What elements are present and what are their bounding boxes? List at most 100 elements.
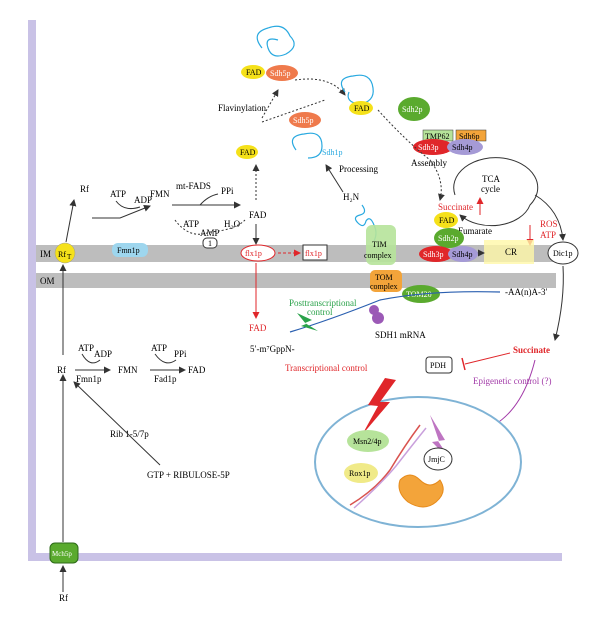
dotted-to-fad-right <box>294 78 346 96</box>
mito-h2o: H₂O <box>224 219 241 229</box>
post-control-2: control <box>307 307 333 317</box>
mch5p-transporter <box>49 542 79 564</box>
flx-fad-out: FAD <box>249 323 267 333</box>
cr-label: CR <box>505 247 517 257</box>
arrow-rf-fmn <box>92 204 151 219</box>
ribosome-b <box>372 312 384 324</box>
mito-fad-right: FAD <box>249 210 267 220</box>
protein-coil-sdh1 <box>291 132 323 159</box>
ros-label: ROS <box>540 219 558 229</box>
cyto-atp1: ATP <box>78 343 94 353</box>
mito-ppi: PPi <box>221 186 234 196</box>
sdh5p-top <box>266 65 298 81</box>
sdh5p-mid-label: Sdh5p <box>293 116 313 125</box>
dna-strand <box>349 424 421 506</box>
protein-coil-right <box>340 74 374 105</box>
flx1p-b <box>302 244 328 261</box>
mito-atp2: ATP <box>183 219 199 229</box>
arrow-processing <box>325 164 344 193</box>
frame-bottom <box>28 553 562 561</box>
fad-top-label: FAD <box>246 68 262 77</box>
flavinylation-label: Flavinylation <box>218 103 266 113</box>
tim-complex <box>366 225 396 265</box>
rft-label: Rf <box>58 250 66 259</box>
pdh-box <box>425 356 453 374</box>
jmjc-lightning <box>430 415 452 462</box>
rox1p-label: Rox1p <box>349 469 370 478</box>
sdh3p-top <box>413 139 453 155</box>
inhibit-pdh <box>464 352 511 365</box>
rft-transporter <box>54 242 76 264</box>
fad-left-label: FAD <box>240 148 256 157</box>
chromatin <box>398 474 444 508</box>
dotted-assembly <box>377 109 445 201</box>
fad-complex <box>434 212 458 228</box>
flx1p-b-label: flx1p <box>305 249 322 258</box>
tca-label-1: TCA <box>482 174 501 184</box>
msn24p-label: Msn2/4p <box>353 437 381 446</box>
rox1p <box>344 463 378 483</box>
post-lightning <box>297 313 318 331</box>
fmn1p-enzyme <box>112 243 148 257</box>
jmjc-label: JmjC <box>428 455 445 464</box>
mrna-label: SDH1 mRNA <box>375 330 426 340</box>
h2n-label: H₂N <box>343 192 360 202</box>
sdh5p-mid <box>289 112 321 128</box>
succinate-mito: Succinate <box>438 202 473 212</box>
succinate-cyto: Succinate <box>513 345 550 355</box>
rft-sub: T <box>67 253 72 261</box>
rf-bottom: Rf <box>59 593 68 603</box>
mito-atp1: ATP <box>110 189 126 199</box>
atp-tca-label: ATP <box>540 230 556 240</box>
mito-adp: ADP <box>134 195 152 205</box>
mito-mtfads: mt-FADS <box>176 181 211 191</box>
tom-label-1: TOM <box>375 273 393 282</box>
trans-control: Transcriptional control <box>285 363 368 373</box>
dotted-flav-up <box>261 89 279 119</box>
cap-label: 5′-m⁷GppN- <box>250 344 295 354</box>
msn24p <box>347 430 389 452</box>
cyto-atp2: ATP <box>151 343 167 353</box>
assembly-label: Assembly <box>411 158 448 168</box>
om-label: OM <box>40 276 55 286</box>
cyto-rf: Rf <box>57 365 66 375</box>
sdh6p-label: Sdh6p <box>459 132 479 141</box>
tom-complex <box>370 270 402 292</box>
cyto-fad1p: Fad1p <box>154 374 177 384</box>
dna-strand-2 <box>353 427 427 509</box>
cyto-fmn: FMN <box>118 365 138 375</box>
mito-amp: AMP <box>200 228 220 238</box>
tim-label-1: TIM <box>372 240 387 249</box>
arrow-rft-rf <box>65 199 77 243</box>
epi-control: Epigenetic control (?) <box>473 376 551 386</box>
sdh4p-top-label: Sdh4p <box>452 143 472 152</box>
sdh2p-complex-label: Sdh2p <box>438 234 458 243</box>
sdh3p-complex <box>419 246 453 262</box>
frame-left <box>28 20 36 560</box>
cyto-adp: ADP <box>94 349 112 359</box>
im-label: IM <box>40 249 51 259</box>
fad-top <box>241 65 265 79</box>
tca-cycle <box>453 157 539 227</box>
tca-label-2: cycle <box>481 184 500 194</box>
sdh4p-top <box>447 139 483 155</box>
sdh2p-top <box>398 97 430 121</box>
sdh4p-complex-label: Sdh4p <box>452 250 472 259</box>
post-control-1: Posttranscriptional <box>289 298 357 308</box>
sdh1-mrna <box>289 291 501 333</box>
fad-left <box>236 145 258 159</box>
inhibit-bar <box>461 357 466 371</box>
jmjc <box>423 447 453 471</box>
fad-right-top <box>349 101 373 115</box>
tom-label-2: complex <box>370 282 398 291</box>
sdh5p-top-label: Sdh5p <box>270 69 290 78</box>
sdh2p-complex <box>434 228 464 248</box>
rib-label: Rib 1-5/7p <box>110 429 149 439</box>
dic1p-transporter <box>547 241 579 265</box>
dotted-flav-right <box>261 99 326 123</box>
curve-atp-adp <box>115 200 141 209</box>
sdh3p-complex-label: Sdh3p <box>423 250 443 259</box>
gtp-label: GTP + RIBULOSE-5P <box>147 470 230 480</box>
rf-upper: Rf <box>80 184 89 194</box>
